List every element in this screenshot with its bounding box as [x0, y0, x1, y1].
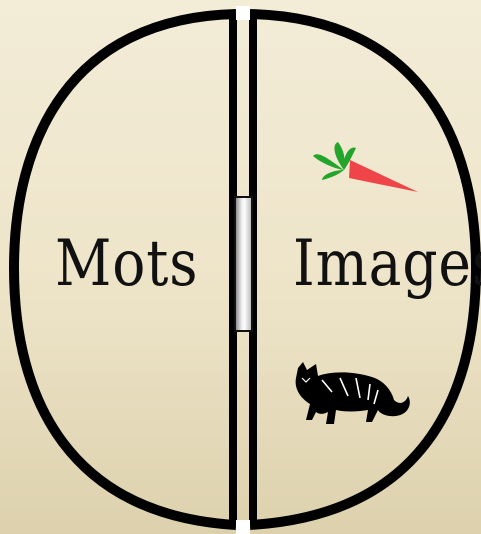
cat-icon [296, 362, 410, 424]
images-label[interactable]: Images [293, 232, 481, 296]
spine-hinge[interactable] [234, 196, 253, 332]
spine-top-gap [236, 6, 250, 20]
spine-bottom-gap [236, 520, 250, 534]
carrot-icon [313, 142, 418, 192]
mots-label[interactable]: Mots [55, 232, 198, 296]
